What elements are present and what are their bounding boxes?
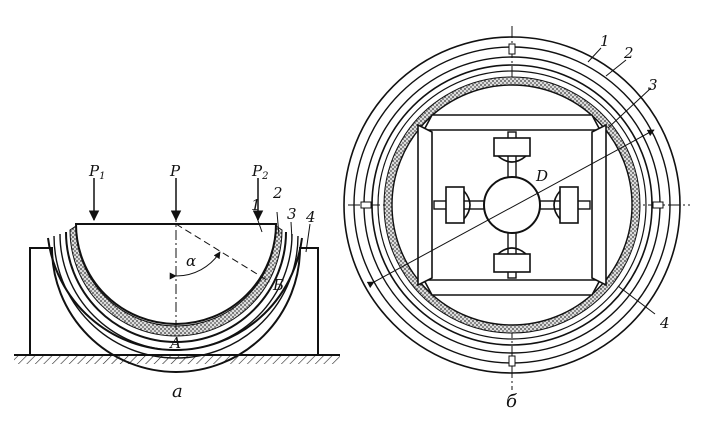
left-part-3: 3	[287, 205, 297, 223]
diameter-label: D	[535, 167, 548, 185]
caption-b: б	[506, 391, 518, 412]
shell-layers	[47, 231, 303, 359]
right-view-b: D 1 2 3 4 б	[343, 26, 690, 412]
right-part-1: 1	[600, 32, 610, 50]
support-block-4	[29, 247, 319, 373]
insulation-layer-2	[69, 225, 283, 337]
force-label-p1: P1	[88, 162, 105, 182]
left-leaders	[254, 211, 311, 253]
right-part-3: 3	[648, 76, 658, 94]
point-b-label: Б	[272, 276, 284, 294]
radial-line	[175, 223, 271, 283]
force-label-p2: P2	[251, 162, 268, 182]
force-label-p: P	[169, 162, 181, 180]
caption-a: а	[172, 381, 183, 402]
central-hub	[483, 176, 541, 234]
left-part-2: 2	[272, 184, 283, 202]
left-part-1: 1	[251, 196, 261, 214]
ground-hatching	[14, 354, 340, 364]
left-part-4: 4	[305, 208, 316, 226]
left-view-a: P1 P P2 α А Б 1 2 3 4 а	[14, 162, 340, 402]
diameter-line	[366, 129, 655, 289]
right-leaders	[587, 47, 656, 315]
right-part-4: 4	[659, 314, 670, 332]
angle-arc	[169, 251, 221, 280]
point-a-label: А	[169, 334, 181, 352]
right-part-2: 2	[623, 44, 634, 62]
angle-label: α	[186, 252, 196, 270]
